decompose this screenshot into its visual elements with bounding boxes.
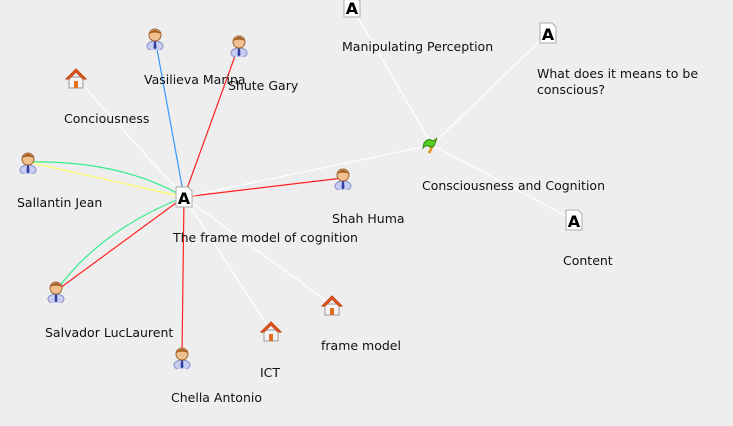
node-house-icon[interactable] [260,319,282,343]
node-person-icon[interactable] [228,33,250,57]
edge [183,177,344,198]
edge [27,161,185,198]
hub-node-label[interactable]: Manipulating Perception [342,39,494,54]
svg-text:A: A [346,0,359,18]
edge [55,196,185,292]
hub-node-document-icon[interactable]: A [563,208,585,232]
hub-flag-icon[interactable] [421,133,443,157]
edge [27,161,185,198]
edge-hub [431,32,549,146]
hub-node-label[interactable]: Content [563,253,613,268]
edge-hub [431,144,575,221]
hub-node-document-icon[interactable]: A [341,0,363,19]
edge-center-hub [183,144,433,198]
node-person-icon[interactable] [171,345,193,369]
node-label[interactable]: Conciousness [64,111,150,126]
node-label[interactable]: Shah Huma [332,211,405,226]
edge [183,196,272,332]
center-label[interactable]: The frame model of cognition [173,230,358,245]
node-person-icon[interactable] [17,150,39,174]
center-document-icon[interactable]: A [173,185,195,209]
node-label[interactable]: Shute Gary [228,78,299,93]
edge-hub [351,6,433,146]
edge [154,37,185,198]
node-person-icon[interactable] [45,279,67,303]
node-house-icon[interactable] [65,66,87,90]
edge [181,196,185,358]
hub-node-label[interactable]: What does it means to be conscious? [537,66,699,97]
hub-node-document-icon[interactable]: A [537,21,559,45]
node-person-icon[interactable] [144,26,166,50]
edge [183,196,333,306]
node-label[interactable]: Vasilieva Marina [144,72,246,87]
node-label[interactable]: Chella Antonio [171,390,262,405]
svg-text:A: A [568,212,581,231]
svg-text:A: A [542,25,555,44]
node-person-icon[interactable] [332,166,354,190]
node-house-icon[interactable] [321,293,343,317]
edge [55,196,185,292]
svg-text:A: A [178,189,191,208]
node-label[interactable]: Sallantin Jean [17,195,103,210]
node-label[interactable]: Salvador LucLaurent [45,325,174,340]
node-label[interactable]: frame model [321,338,401,353]
edge [183,44,240,198]
hub-label[interactable]: Consciousness and Cognition [422,178,605,193]
node-label[interactable]: ICT [260,365,281,380]
edge [75,77,185,198]
